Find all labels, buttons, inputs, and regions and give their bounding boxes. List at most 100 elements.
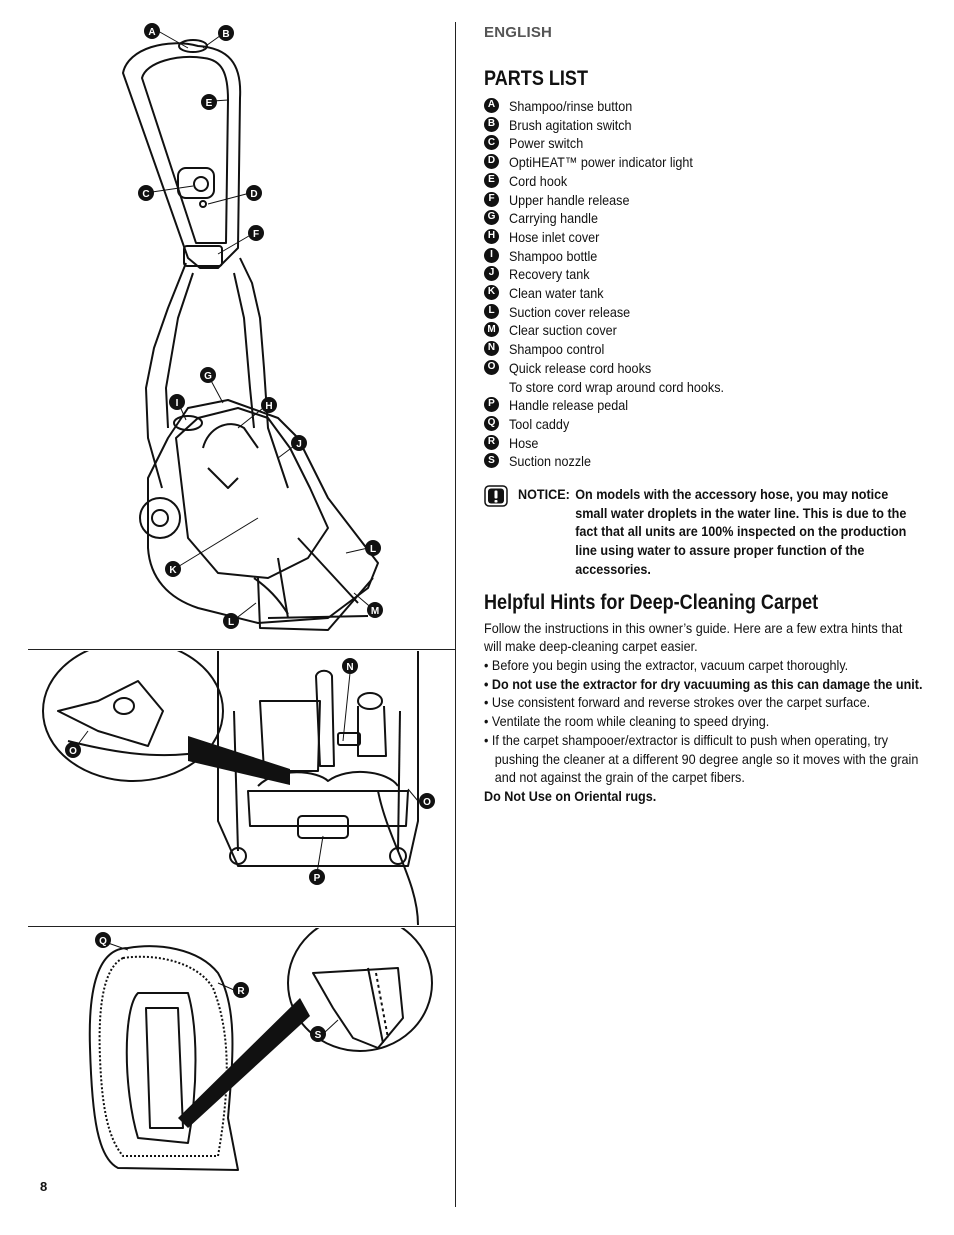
parts-list-item: L Suction cover release [484, 303, 924, 322]
callout-label: I [176, 398, 179, 409]
svg-text:P: P [314, 873, 321, 884]
illustration-divider [28, 926, 455, 927]
callout-label: L [228, 617, 234, 628]
part-label: Handle release pedal [509, 397, 629, 414]
part-letter-badge: D [484, 154, 499, 170]
notice-block: NOTICE: On models with the accessory hos… [484, 485, 924, 579]
exclamation-icon [484, 485, 508, 507]
part-letter-badge: C [484, 135, 499, 151]
svg-text:Q: Q [99, 936, 107, 947]
svg-text:S: S [315, 1030, 322, 1041]
svg-text:R: R [237, 986, 245, 997]
part-label: Hose [509, 434, 539, 451]
hints-title: Helpful Hints for Deep-Cleaning Carpet [484, 590, 819, 614]
parts-list-item: A Shampoo/rinse button [484, 97, 924, 116]
part-letter-badge: K [484, 285, 499, 301]
part-letter-badge: Q [484, 415, 499, 431]
part-label: Recovery tank [509, 266, 590, 283]
part-label: Shampoo/rinse button [509, 98, 633, 114]
parts-list-item: B Brush agitation switch [484, 116, 924, 135]
part-letter-badge: I [484, 247, 499, 263]
parts-list-item: J Recovery tank [484, 265, 924, 284]
oriental-rugs-warning: Do Not Use on Oriental rugs. [484, 787, 657, 804]
part-label: Hose inlet cover [509, 228, 600, 245]
callout-label: B [222, 29, 229, 40]
part-letter-badge: F [484, 191, 499, 207]
hint-item: • Ventilate the room while cleaning to s… [484, 713, 770, 730]
parts-list-item: H Hose inlet cover [484, 228, 924, 247]
notice-label: NOTICE: [518, 486, 570, 503]
part-letter-badge: L [484, 303, 499, 319]
parts-list-item: Q Tool caddy [484, 415, 924, 434]
parts-list-item: G Carrying handle [484, 209, 924, 228]
parts-list-item: K Clean water tank [484, 284, 924, 303]
hint-item: • Before you begin using the extractor, … [484, 656, 849, 673]
part-letter-badge: J [484, 266, 499, 282]
parts-list-item: E Cord hook [484, 172, 924, 191]
part-letter-badge: O [484, 359, 499, 375]
hint-item: • If the carpet shampooer/extractor is d… [484, 731, 919, 786]
part-note: To store cord wrap around cord hooks. [509, 378, 725, 395]
callout-label: J [296, 439, 302, 450]
part-label: Carrying handle [509, 210, 598, 227]
part-label: Brush agitation switch [509, 116, 632, 133]
part-letter-badge: N [484, 341, 499, 357]
callout-label: C [142, 189, 149, 200]
part-letter-badge: B [484, 116, 499, 132]
callout-label: L [370, 544, 376, 555]
part-label: OptiHEAT™ power indicator light [509, 154, 693, 171]
text-column: E N G L I S H PARTS LIST A Shampoo/rinse button… [484, 24, 924, 806]
parts-list-title: PARTS LIST [484, 67, 589, 90]
hints-list: • Before you begin using the extractor, … [484, 656, 924, 787]
hint-item: • Use consistent forward and reverse str… [484, 694, 871, 711]
callout-label: D [250, 189, 257, 200]
hint-item: • Do not use the extractor for dry vacuu… [484, 675, 923, 692]
part-label: Cord hook [509, 172, 568, 189]
svg-text:N: N [346, 662, 353, 673]
part-label: Suction cover release [509, 303, 631, 320]
upright-machine-illustration: A B E C D F G I H J L K L M [122, 23, 383, 631]
parts-list-item: O Quick release cord hooks To store cord w… [484, 359, 924, 396]
callout-label: K [169, 565, 177, 576]
illustration-divider [28, 649, 455, 650]
part-label: Suction nozzle [509, 453, 591, 470]
notice-text: On models with the accessory hose, you m… [575, 486, 907, 577]
page-number: 8 [40, 1179, 48, 1194]
svg-text:O: O [69, 746, 77, 757]
part-label: Tool caddy [509, 415, 570, 432]
part-label: Shampoo control [509, 341, 605, 358]
parts-list-item: S Suction nozzle [484, 452, 924, 471]
callout-label: F [253, 229, 259, 240]
part-letter-badge: H [484, 228, 499, 244]
rear-view-illustration: N O O P [42, 651, 435, 925]
parts-list-item: N Shampoo control [484, 340, 924, 359]
callout-label: E [206, 98, 213, 109]
part-label: Quick release cord hooks [509, 359, 652, 376]
part-letter-badge: M [484, 322, 499, 338]
part-label: Clean water tank [509, 285, 604, 302]
part-label: Shampoo bottle [509, 247, 598, 264]
part-letter-badge: S [484, 453, 499, 469]
part-letter-badge: P [484, 397, 499, 413]
part-letter-badge: G [484, 210, 499, 226]
callout-label: H [265, 401, 272, 412]
callout-label: M [371, 606, 379, 617]
part-letter-badge: A [484, 98, 499, 113]
hints-intro: Follow the instructions in this owner’s … [484, 619, 903, 655]
part-label: Power switch [509, 135, 584, 152]
part-letter-badge: E [484, 172, 499, 188]
part-label: Upper handle release [509, 191, 630, 208]
parts-list-item: M Clear suction cover [484, 321, 924, 340]
parts-list-item: F Upper handle release [484, 191, 924, 210]
part-label: Clear suction cover [509, 322, 617, 339]
callout-label: A [148, 27, 155, 38]
parts-list-item: R Hose [484, 434, 924, 453]
parts-list-item: C Power switch [484, 134, 924, 153]
tool-caddy-illustration: Q R S [88, 928, 433, 1171]
svg-text:O: O [423, 797, 431, 808]
column-divider [455, 22, 456, 1207]
parts-list-item: P Handle release pedal [484, 396, 924, 415]
part-letter-badge: R [484, 434, 499, 450]
parts-list-item: I Shampoo bottle [484, 247, 924, 266]
